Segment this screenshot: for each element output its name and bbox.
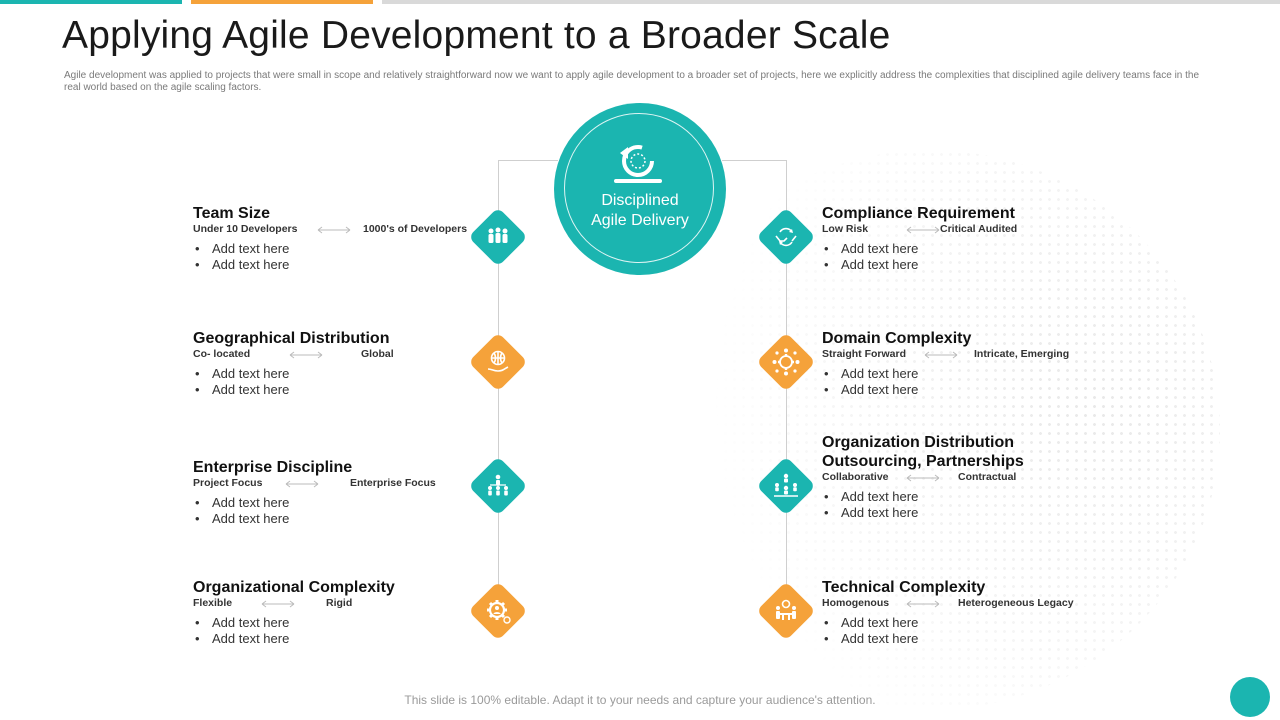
double-arrow-icon — [317, 226, 351, 234]
scale-low: Homogenous — [822, 597, 890, 609]
factor-scale: Collaborative Contractual — [822, 471, 1024, 487]
hierarchy-people-icon — [488, 474, 508, 496]
list-item: Add text here — [193, 511, 352, 527]
list-item: Add text here — [193, 241, 289, 257]
list-item: Add text here — [193, 495, 352, 511]
scale-high: Contractual — [958, 471, 1017, 483]
list-item: Add text here — [193, 615, 395, 631]
factor-domain-complexity: Domain Complexity Straight Forward Intri… — [822, 329, 1069, 398]
bullet-list: Add text here Add text here — [193, 366, 389, 398]
factor-scale: Homogenous Heterogeneous Legacy — [822, 597, 1074, 613]
double-arrow-icon — [285, 480, 319, 488]
scale-low: Co- located — [193, 348, 251, 360]
factor-title: Technical Complexity — [822, 579, 986, 596]
scale-high: 1000's of Developers — [363, 223, 468, 235]
list-item: Add text here — [193, 382, 389, 398]
factor-scale: Low Risk Critical Audited — [822, 223, 1018, 239]
gear-network-icon — [772, 348, 800, 376]
factor-title: Enterprise Discipline — [193, 459, 353, 476]
factor-title-line1: Organization Distribution — [822, 434, 1014, 451]
factor-team-size: Team Size Under 10 Developers 1000's of … — [193, 204, 467, 273]
list-item: Add text here — [822, 489, 1024, 505]
bullet-list: Add text here Add text here — [193, 241, 289, 273]
scale-low: Under 10 Developers — [193, 223, 298, 235]
hub-circle: Disciplined Agile Delivery — [554, 103, 726, 275]
bullet-list: Add text here Add text here — [193, 615, 395, 647]
double-arrow-icon — [289, 351, 323, 359]
factor-title: Geographical Distribution — [193, 330, 390, 347]
factor-scale: Co- located Global — [193, 348, 394, 364]
factor-scale: Straight Forward Intricate, Emerging — [822, 348, 1069, 364]
people-gear-table-icon — [776, 599, 796, 620]
slide-description: Agile development was applied to project… — [64, 70, 1200, 93]
factor-title: Domain Complexity — [822, 330, 972, 347]
globe-hand-icon — [487, 350, 509, 372]
scale-high: Rigid — [326, 597, 353, 609]
bullet-list: Add text here Add text here — [822, 241, 1015, 273]
double-arrow-icon — [906, 226, 940, 234]
bullet-list: Add text here Add text here — [822, 615, 985, 647]
list-item: Add text here — [822, 382, 971, 398]
gear-person-icon — [487, 600, 511, 624]
left-hub-connector — [498, 160, 558, 161]
bullet-list: Add text here Add text here — [822, 489, 1024, 521]
factor-geographical-distribution: Geographical Distribution Co- located Gl… — [193, 329, 394, 398]
scale-high: Heterogeneous Legacy — [958, 597, 1074, 609]
double-arrow-icon — [924, 351, 958, 359]
cycle-arrow-icon — [614, 145, 662, 183]
factor-title-line2: Outsourcing, Partnerships — [822, 453, 1024, 470]
factor-enterprise-discipline: Enterprise Discipline Project Focus Ente… — [193, 458, 436, 527]
scale-low: Project Focus — [193, 477, 263, 489]
accent-bar-grey — [382, 0, 1280, 4]
factor-technical-complexity: Technical Complexity Homogenous Heteroge… — [822, 578, 1074, 647]
list-item: Add text here — [822, 366, 971, 382]
scale-low: Straight Forward — [822, 348, 907, 360]
factor-scale: Project Focus Enterprise Focus — [193, 477, 436, 493]
factor-organizational-complexity: Organizational Complexity Flexible Rigid… — [193, 578, 395, 647]
double-arrow-icon — [261, 600, 295, 608]
accent-bar-teal — [0, 0, 182, 4]
scale-high: Global — [361, 348, 394, 360]
scale-high: Critical Audited — [940, 223, 1018, 235]
bullet-list: Add text here Add text here — [822, 366, 971, 398]
slide-footer: This slide is 100% editable. Adapt it to… — [404, 693, 876, 707]
right-hub-connector — [722, 160, 786, 161]
factor-title: Team Size — [193, 205, 271, 222]
double-arrow-icon — [906, 600, 940, 608]
hub-label: Disciplined Agile Delivery — [591, 192, 689, 229]
factor-title: Compliance Requirement — [822, 205, 1015, 222]
accent-bar-orange — [191, 0, 373, 4]
factor-compliance-requirement: Compliance Requirement Low Risk Critical… — [822, 204, 1018, 273]
team-group-icon — [488, 227, 508, 243]
factor-organization-distribution: Organization Distribution Outsourcing, P… — [822, 433, 1024, 521]
list-item: Add text here — [193, 366, 389, 382]
factor-title: Organizational Complexity — [193, 579, 395, 596]
double-arrow-icon — [906, 474, 940, 482]
list-item: Add text here — [822, 631, 985, 647]
factor-scale: Flexible Rigid — [193, 597, 395, 613]
factor-scale: Under 10 Developers 1000's of Developers — [193, 223, 467, 239]
scale-low: Flexible — [193, 597, 233, 609]
scale-low: Collaborative — [822, 471, 889, 483]
slide-title: Applying Agile Development to a Broader … — [62, 14, 891, 57]
scale-high: Enterprise Focus — [350, 477, 436, 489]
handshake-cycle-icon — [775, 227, 797, 247]
list-item: Add text here — [193, 631, 395, 647]
list-item: Add text here — [822, 241, 1015, 257]
list-item: Add text here — [822, 615, 985, 631]
bullet-list: Add text here Add text here — [193, 495, 352, 527]
list-item: Add text here — [193, 257, 289, 273]
list-item: Add text here — [822, 257, 1015, 273]
scale-high: Intricate, Emerging — [974, 348, 1070, 360]
corner-circle — [1230, 677, 1270, 717]
team-network-icon — [774, 473, 798, 497]
list-item: Add text here — [822, 505, 1024, 521]
scale-low: Low Risk — [822, 223, 869, 235]
